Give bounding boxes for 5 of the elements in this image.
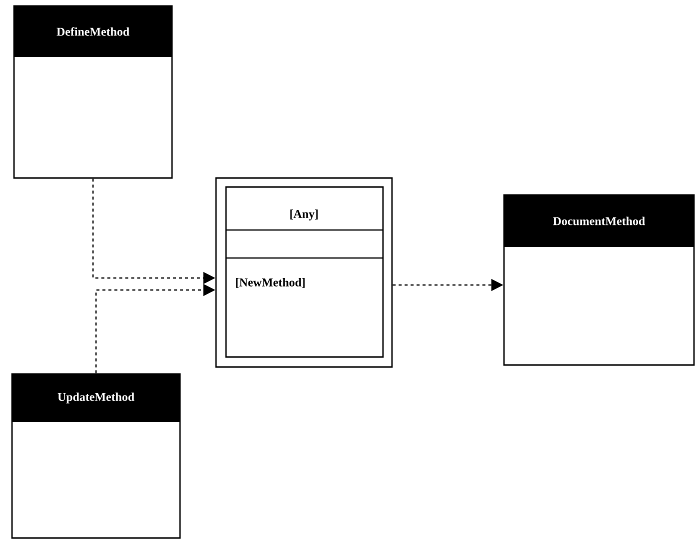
method-name: [NewMethod] bbox=[234, 277, 307, 289]
header-box: DocumentMethod bbox=[503, 194, 695, 366]
class-name: [Any] bbox=[288, 208, 320, 222]
header-box: UpdateMethod bbox=[11, 373, 181, 539]
header-box: DefineMethod bbox=[13, 5, 173, 179]
